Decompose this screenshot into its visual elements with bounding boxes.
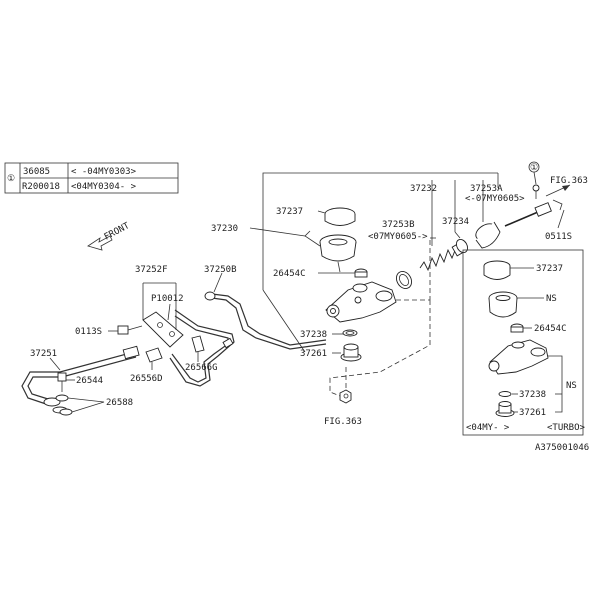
turbo-label-ns2: NS — [566, 381, 577, 391]
ring-37234[interactable] — [454, 237, 470, 254]
turbo-reservoir[interactable] — [488, 291, 518, 318]
push-rod-clevis[interactable] — [504, 184, 563, 227]
main-group-frame — [262, 172, 499, 353]
label-fig363-top[interactable]: FIG.363 — [550, 176, 588, 186]
label-37253a[interactable]: 37253A — [470, 184, 503, 194]
label-37237-top[interactable]: 37237 — [276, 207, 303, 217]
grommet-26454c[interactable] — [354, 268, 368, 278]
turbo-label-ns1: NS — [546, 294, 557, 304]
label-26544[interactable]: 26544 — [76, 376, 103, 386]
turbo-label-37237[interactable]: 37237 — [536, 264, 563, 274]
label-fig363-bottom[interactable]: FIG.363 — [324, 417, 362, 427]
table-marker: ① — [7, 174, 15, 184]
front-arrow: FRONT — [87, 221, 132, 251]
table-part-1[interactable]: 36085 — [23, 167, 50, 177]
master-cylinder-body[interactable] — [325, 281, 397, 323]
reservoir-tank[interactable] — [304, 230, 357, 273]
applicability-table: ① 36085 < -04MY0303> R200018 <04MY0304- … — [4, 162, 179, 194]
label-37253a-range: <-07MY0605> — [465, 194, 525, 204]
label-37250b[interactable]: 37250B — [204, 265, 237, 275]
label-37251[interactable]: 37251 — [30, 349, 57, 359]
label-0511s[interactable]: 0511S — [545, 232, 572, 242]
clip-26566g[interactable] — [191, 335, 205, 362]
table-range-2: <04MY0304- > — [71, 182, 137, 192]
label-37238-main[interactable]: 37238 — [300, 330, 327, 340]
table-range-1: < -04MY0303> — [71, 167, 137, 177]
label-37253b[interactable]: 37253B — [382, 220, 415, 230]
label-26566g[interactable]: 26566G — [185, 363, 218, 373]
fitting-fig363-bottom[interactable] — [339, 389, 352, 404]
label-0113s[interactable]: 0113S — [75, 327, 102, 337]
label-37261-main[interactable]: 37261 — [300, 349, 327, 359]
front-label: FRONT — [103, 221, 132, 243]
turbo-range: <04MY- > — [466, 423, 510, 433]
turbo-cap-37237[interactable] — [483, 260, 511, 280]
marker-top: ① — [530, 163, 538, 173]
boot-37253a[interactable] — [473, 220, 501, 249]
table-part-2[interactable]: R200018 — [22, 182, 60, 192]
label-37230[interactable]: 37230 — [211, 224, 238, 234]
label-37232[interactable]: 37232 — [410, 184, 437, 194]
turbo-tag: <TURBO> — [547, 423, 586, 433]
turbo-label-26454c[interactable]: 26454C — [534, 324, 567, 334]
label-37234[interactable]: 37234 — [442, 217, 469, 227]
clutch-pipe-37250b[interactable] — [169, 291, 327, 387]
bracket-37252f[interactable] — [142, 311, 184, 348]
label-26454c-main[interactable]: 26454C — [273, 269, 306, 279]
turbo-inset-frame — [462, 249, 584, 436]
spring-piston-37253b[interactable] — [393, 241, 467, 291]
label-37253b-range: <07MY0605-> — [368, 232, 428, 242]
label-37252f[interactable]: 37252F — [135, 265, 168, 275]
turbo-connector-37261[interactable] — [495, 401, 515, 417]
dashed-alignment — [329, 240, 431, 397]
label-26588[interactable]: 26588 — [106, 398, 133, 408]
label-p10012[interactable]: P10012 — [151, 294, 184, 304]
turbo-oring-37238[interactable] — [498, 391, 512, 397]
connector-37261[interactable] — [340, 343, 362, 362]
diagram-id: A375001046 — [535, 443, 589, 453]
label-26556d[interactable]: 26556D — [130, 374, 163, 384]
turbo-label-37238[interactable]: 37238 — [519, 390, 546, 400]
clip-26556d[interactable] — [145, 347, 163, 370]
turbo-grommet-26454c[interactable] — [510, 323, 524, 333]
bolt-0113s[interactable] — [117, 325, 143, 335]
turbo-master-cylinder[interactable] — [488, 339, 549, 375]
oring-37238[interactable] — [342, 329, 358, 337]
turbo-label-37261[interactable]: 37261 — [519, 408, 546, 418]
reservoir-cap-37237[interactable] — [324, 207, 356, 226]
bolt-26544[interactable] — [57, 372, 67, 392]
